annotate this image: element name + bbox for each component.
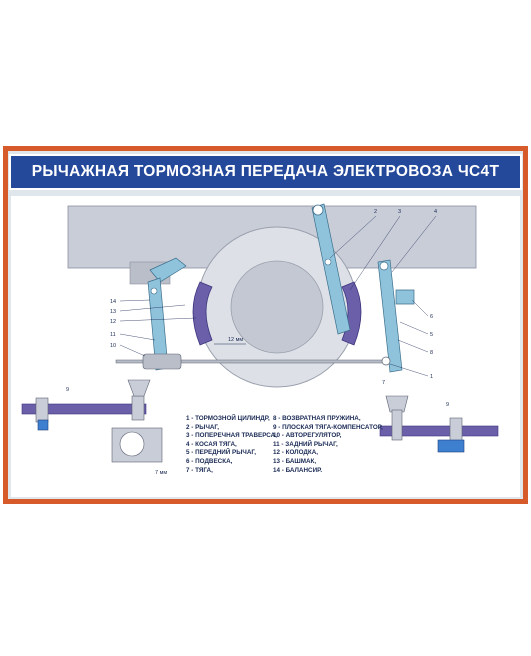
legend-item: 2 - РЫЧАГ, — [186, 423, 220, 431]
balancer-left — [149, 257, 187, 283]
legend-item: 10 - АВТОРЕГУЛЯТОР, — [273, 432, 342, 440]
legend-item: 6 - ПОДВЕСКА, — [186, 457, 233, 465]
title-bar: РЫЧАЖНАЯ ТОРМОЗНАЯ ПЕРЕДАЧА ЭЛЕКТРОВОЗА … — [9, 154, 522, 190]
legend-item: 7 - ТЯГА, — [186, 466, 213, 474]
callout-top: 3 — [398, 209, 401, 215]
legend-item: 5 - ПЕРЕДНИЙ РЫЧАГ, — [186, 449, 257, 457]
legend-item: 12 - КОЛОДКА, — [273, 449, 319, 457]
poster-title: РЫЧАЖНАЯ ТОРМОЗНАЯ ПЕРЕДАЧА ЭЛЕКТРОВОЗА … — [31, 163, 500, 180]
legend-item: 8 - ВОЗВРАТНАЯ ПРУЖИНА, — [273, 415, 361, 422]
callout-right: 6 — [430, 314, 433, 320]
front-lever-right — [377, 259, 403, 373]
legend-item: 3 - ПОПЕРЕЧНАЯ ТРАВЕРСА, — [186, 432, 277, 440]
callout-left: 13 — [110, 309, 116, 315]
callout-top: 2 — [374, 209, 377, 215]
callout-right: 5 — [430, 332, 433, 338]
legend-item: 1 - ТОРМОЗНОЙ ЦИЛИНДР, — [186, 415, 270, 422]
callout-left: 11 — [110, 332, 116, 338]
hanger-right — [395, 289, 415, 305]
legend-item: 4 - КОСАЯ ТЯГА, — [186, 440, 237, 448]
detail-right: 9 — [379, 395, 499, 453]
callout-right: 8 — [430, 350, 433, 356]
legend-item: 11 - ЗАДНИЙ РЫЧАГ, — [273, 440, 338, 448]
callouts-right: 6 5 8 1 — [389, 299, 433, 380]
detail-left: 9 7 мм — [21, 379, 167, 476]
legend-item: 14 - БАЛАНСИР. — [273, 466, 323, 474]
auto-regulator — [142, 353, 182, 370]
wheel-hub — [230, 260, 324, 354]
brake-shoe-left — [192, 281, 213, 346]
callout-bottom: 7 — [382, 380, 385, 386]
legend-right: 8 - ВОЗВРАТНАЯ ПРУЖИНА, 9 - ПЛОСКАЯ ТЯГА… — [273, 415, 383, 475]
callouts-left: 14 13 12 11 10 — [110, 299, 197, 357]
callouts-top: 2 3 4 — [329, 209, 437, 291]
dimension-main: 12 мм — [228, 337, 243, 343]
callout-left: 14 — [110, 299, 116, 305]
legend-item: 9 - ПЛОСКАЯ ТЯГА-КОМПЕНСАТОР, — [273, 423, 383, 431]
callout-left: 12 — [110, 319, 116, 325]
legend-item: 13 - БАШМАК, — [273, 457, 317, 465]
callout-left: 10 — [110, 343, 116, 349]
detail-callout-right: 9 — [446, 402, 449, 408]
detail-callout-left: 9 — [66, 387, 69, 393]
callout-top: 4 — [434, 209, 437, 215]
callout-right: 1 — [430, 374, 433, 380]
dimension-detail: 7 мм — [155, 470, 167, 476]
legend-left: 1 - ТОРМОЗНОЙ ЦИЛИНДР, 2 - РЫЧАГ, 3 - ПО… — [186, 415, 277, 475]
